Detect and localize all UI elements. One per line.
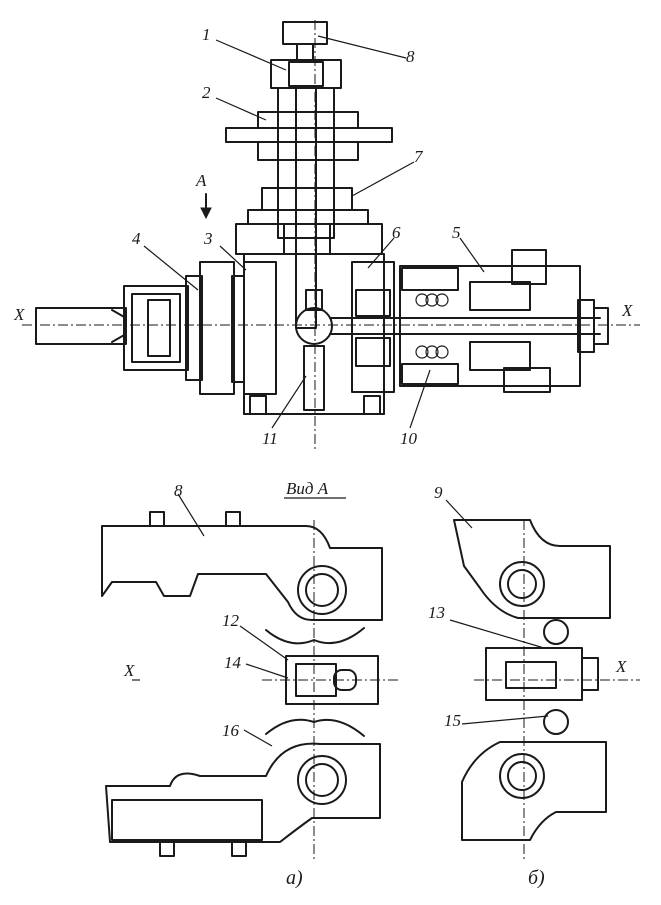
label-2: 2: [202, 83, 211, 102]
caption-a: а): [286, 867, 303, 889]
label-9: 9: [434, 483, 443, 502]
label-13: 13: [428, 603, 445, 622]
label-5: 5: [452, 223, 461, 242]
label-axis-x-left: X: [13, 305, 25, 324]
label-12: 12: [222, 611, 240, 630]
caption-b: б): [528, 867, 545, 889]
label-view-a: Вид А: [286, 479, 329, 498]
label-1: 1: [202, 25, 211, 44]
label-10: 10: [400, 429, 418, 448]
label-16: 16: [222, 721, 240, 740]
labels: 1 2 3 4 5 6 7 8 9 10 11 12 13 14 15 16 A…: [13, 25, 633, 889]
label-8: 8: [406, 47, 415, 66]
view-a-right: [445, 499, 640, 860]
label-7: 7: [414, 147, 424, 166]
label-4: 4: [132, 229, 141, 248]
label-14: 14: [224, 653, 242, 672]
label-15: 15: [444, 711, 461, 730]
label-6: 6: [392, 223, 401, 242]
label-axis-x-view-b: X: [615, 657, 627, 676]
label-axis-x-right: X: [621, 301, 633, 320]
section-view: [22, 20, 640, 450]
label-11: 11: [262, 429, 278, 448]
view-a-left: [101, 493, 400, 860]
label-arrow-a: A: [195, 171, 207, 190]
label-axis-x-view-a: X: [123, 661, 135, 680]
label-8-view: 8: [174, 481, 183, 500]
label-3: 3: [203, 229, 213, 248]
